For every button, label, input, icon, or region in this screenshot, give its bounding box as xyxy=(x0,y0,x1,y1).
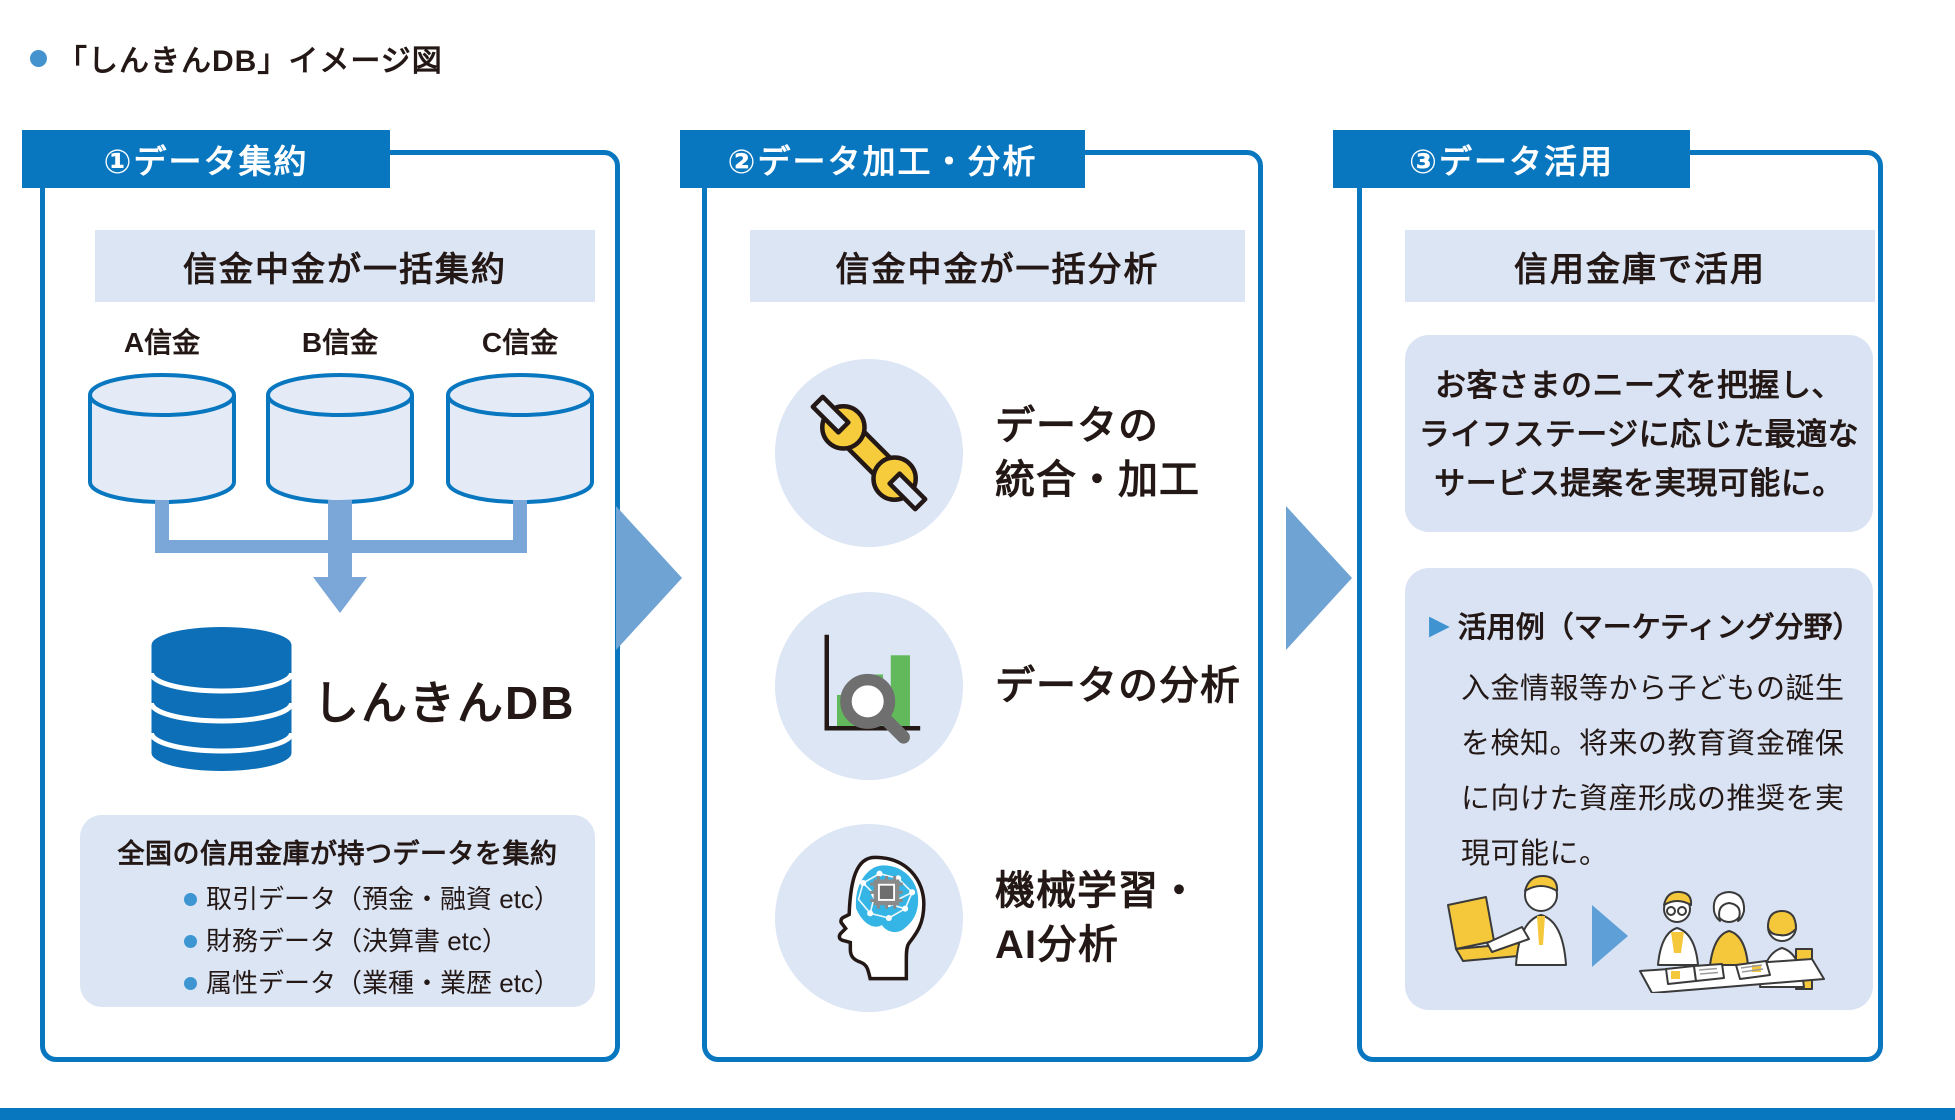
panel-data-aggregation: 信金中金が一括集約 A信金 B信金 C信金 xyxy=(40,150,620,1062)
wrench-icon xyxy=(775,359,963,547)
benefit-box: お客さまのニーズを把握し、 ライフステージに応じた最適な サービス提案を実現可能… xyxy=(1405,335,1873,532)
ai-brain-icon xyxy=(775,824,963,1012)
step-machine-learning: 機械学習・ AI分析 xyxy=(775,824,1200,1012)
panel1-subheader: 信金中金が一括集約 xyxy=(95,230,595,302)
page-title-text: 「しんきんDB」イメージ図 xyxy=(57,45,443,78)
use-case-body: 入金情報等から子どもの誕生を検知。将来の教育資金確保に向けた資産形成の推奨を実現… xyxy=(1461,673,1845,871)
panel3-subheader: 信用金庫で活用 xyxy=(1405,230,1875,302)
page-title: 「しんきんDB」イメージ図 xyxy=(30,36,443,80)
bullet-icon xyxy=(184,934,197,948)
consultation-illustration xyxy=(1447,874,1825,993)
use-case-box: ▶ 活用例（マーケティング分野） 入金情報等から子どもの誕生を検知。将来の教育資… xyxy=(1405,568,1873,1010)
tab-data-processing: ②データ加工・分析 xyxy=(680,130,1085,188)
flow-arrow-icon xyxy=(616,506,682,650)
right-arrow-icon xyxy=(1592,905,1628,967)
flow-arrow-icon xyxy=(1286,506,1352,650)
step-data-integration: データの 統合・加工 xyxy=(775,359,1200,547)
list-item: 取引データ（預金・融資 etc） xyxy=(184,878,595,920)
chart-magnifier-icon xyxy=(775,592,963,780)
step-label: データの分析 xyxy=(995,664,1241,708)
down-arrow-icon xyxy=(313,577,367,613)
bullet-icon xyxy=(184,892,197,906)
step-label: 機械学習・ AI分析 xyxy=(995,869,1200,967)
cylinder-c-top xyxy=(446,373,594,417)
aggregated-data-info-box: 全国の信用金庫が持つデータを集約 取引データ（預金・融資 etc） 財務データ（… xyxy=(80,815,595,1007)
shinkin-db-label: しんきんDB xyxy=(313,677,576,729)
tab-data-utilization: ③データ活用 xyxy=(1333,130,1690,188)
tab-data-aggregation: ①データ集約 xyxy=(22,130,390,188)
step-label: データの 統合・加工 xyxy=(995,404,1200,502)
source-db-label-b: B信金 xyxy=(301,327,379,358)
cylinder-a-top xyxy=(88,373,236,417)
shinkin-db-icon xyxy=(149,627,294,771)
info-heading: 全国の信用金庫が持つデータを集約 xyxy=(117,839,558,869)
bullet-icon xyxy=(184,976,197,990)
panel-data-utilization: 信用金庫で活用 お客さまのニーズを把握し、 ライフステージに応じた最適な サービ… xyxy=(1357,150,1883,1062)
step-data-analysis: データの分析 xyxy=(775,592,1241,780)
use-case-heading: ▶ 活用例（マーケティング分野） xyxy=(1429,609,1862,644)
bottom-divider xyxy=(0,1108,1955,1120)
source-db-label-a: A信金 xyxy=(123,327,201,358)
play-icon: ▶ xyxy=(1429,609,1450,640)
source-db-label-c: C信金 xyxy=(481,327,559,358)
source-databases-merge-graphic xyxy=(88,373,594,613)
cylinder-b-top xyxy=(266,373,414,417)
merge-connector xyxy=(155,500,527,613)
list-item: 財務データ（決算書 etc） xyxy=(184,920,595,962)
list-item: 属性データ（業種・業歴 etc） xyxy=(184,962,595,1004)
chip-icon xyxy=(870,876,903,909)
title-bullet-icon xyxy=(30,49,47,67)
panel2-subheader: 信金中金が一括分析 xyxy=(750,230,1245,302)
panel-data-processing: 信金中金が一括分析 データの 統合・加工 xyxy=(702,150,1263,1062)
